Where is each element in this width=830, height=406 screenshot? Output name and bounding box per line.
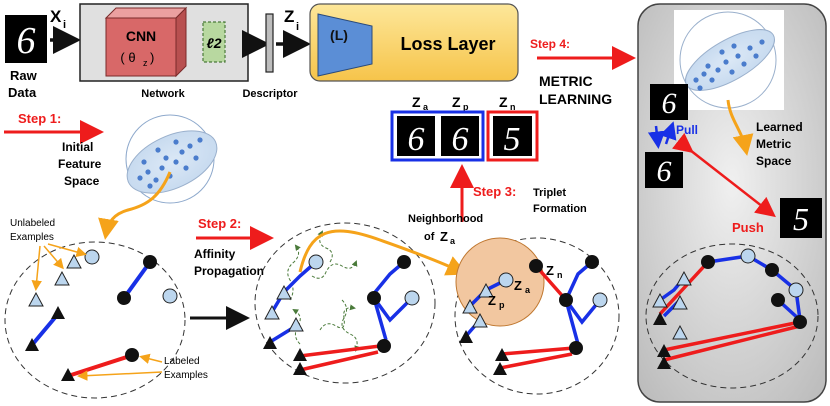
za-header: Z: [412, 94, 421, 110]
pull-arrows: [647, 121, 677, 149]
zp-in-cluster: Z: [488, 293, 496, 308]
pull-label: Pull: [676, 123, 698, 137]
descriptor-sub: i: [296, 21, 299, 33]
descriptor-var: Z: [284, 7, 294, 26]
loss-symbol: (L): [330, 27, 348, 43]
cnn-param-close: ): [150, 50, 154, 65]
pull-digit-top: [650, 84, 688, 120]
cluster-triplet: [454, 237, 620, 395]
cluster-initial: [4, 241, 186, 399]
push-digit-value: 5: [793, 201, 809, 237]
unlabeled-label-2: Examples: [10, 232, 54, 243]
step4-label: Step 4:: [530, 37, 570, 51]
cluster-learned: [645, 243, 819, 389]
labeled-label-1: Labeled: [164, 356, 200, 367]
step3-label: Step 3:: [473, 184, 516, 199]
push-label: Push: [732, 220, 764, 235]
neighborhood-var: Z: [440, 229, 448, 244]
unlabeled-pointer-arrows: [31, 243, 87, 291]
cnn-cube: [104, 6, 188, 78]
neighborhood-label: Neighborhood: [408, 213, 483, 225]
descriptor-bar: [265, 13, 274, 73]
learning-label: LEARNING: [539, 91, 612, 107]
learned-label-3: Space: [756, 154, 792, 168]
zn-in-cluster-sub: n: [557, 270, 563, 280]
cnn-param: ( θ: [120, 50, 135, 65]
initial-feature-label-2: Feature: [58, 157, 102, 171]
l2-norm-box: [202, 21, 226, 63]
propagation-to-triplet-arrow: [298, 229, 468, 276]
step2-label: Step 2:: [198, 216, 241, 231]
initial-feature-blob: [125, 114, 218, 204]
propagation-label: Propagation: [194, 264, 264, 278]
labeled-pointer-arrows: [77, 353, 163, 381]
cluster-propagation: [254, 222, 436, 384]
data-label: Data: [8, 85, 37, 100]
zn-in-cluster: Z: [546, 263, 554, 278]
negative-digit: 5: [504, 121, 521, 158]
push-arrow: [672, 132, 776, 218]
initial-feature-label-3: Space: [64, 174, 100, 188]
neighborhood-sub: a: [450, 236, 456, 246]
cnn-label: CNN: [126, 28, 156, 44]
negative-box: [486, 110, 539, 162]
labeled-label-2: Examples: [164, 370, 208, 381]
l2-label: ℓ2: [206, 35, 221, 51]
za-header-sub: a: [423, 102, 429, 112]
learned-label-1: Learned: [756, 120, 803, 134]
neighborhood-of-label: of: [424, 231, 435, 243]
cnn-param-sub: z: [143, 58, 148, 68]
raw-digit-image: 6: [5, 15, 47, 63]
metric-label: METRIC: [539, 73, 593, 89]
zn-header: Z: [499, 94, 508, 110]
push-digit: [780, 198, 822, 238]
pull-digit-bottom-value: 6: [657, 155, 672, 188]
pull-digit-top-value: 6: [662, 87, 677, 120]
za-in-cluster-sub: a: [525, 285, 531, 295]
learned-label-2: Metric: [756, 137, 792, 151]
formation-label: Formation: [533, 203, 587, 215]
step1-label: Step 1:: [18, 111, 61, 126]
positive-digit: 6: [452, 121, 469, 158]
loss-layer-box: [309, 3, 519, 82]
initial-feature-label-1: Initial: [62, 140, 93, 154]
positive-pair-box: [390, 110, 485, 162]
initial-to-cluster-arrow: [98, 171, 172, 240]
raw-label: Raw: [10, 68, 38, 83]
za-in-cluster: Z: [514, 278, 522, 293]
input-sub: i: [63, 19, 66, 31]
svg-text:6: 6: [17, 20, 36, 62]
learned-feature-blob: [674, 10, 784, 110]
anchor-digit: 6: [408, 121, 425, 158]
network-label: Network: [141, 88, 185, 100]
loss-layer-label: Loss Layer: [400, 34, 495, 54]
zn-header-sub: n: [510, 102, 516, 112]
unlabeled-label-1: Unlabeled: [10, 218, 55, 229]
descriptor-label: Descriptor: [242, 88, 298, 100]
zp-header: Z: [452, 94, 461, 110]
zp-in-cluster-sub: p: [499, 300, 505, 310]
zp-header-sub: p: [463, 102, 469, 112]
affinity-label: Affinity: [194, 247, 236, 261]
triplet-label: Triplet: [533, 187, 566, 199]
input-var: X: [50, 7, 62, 26]
